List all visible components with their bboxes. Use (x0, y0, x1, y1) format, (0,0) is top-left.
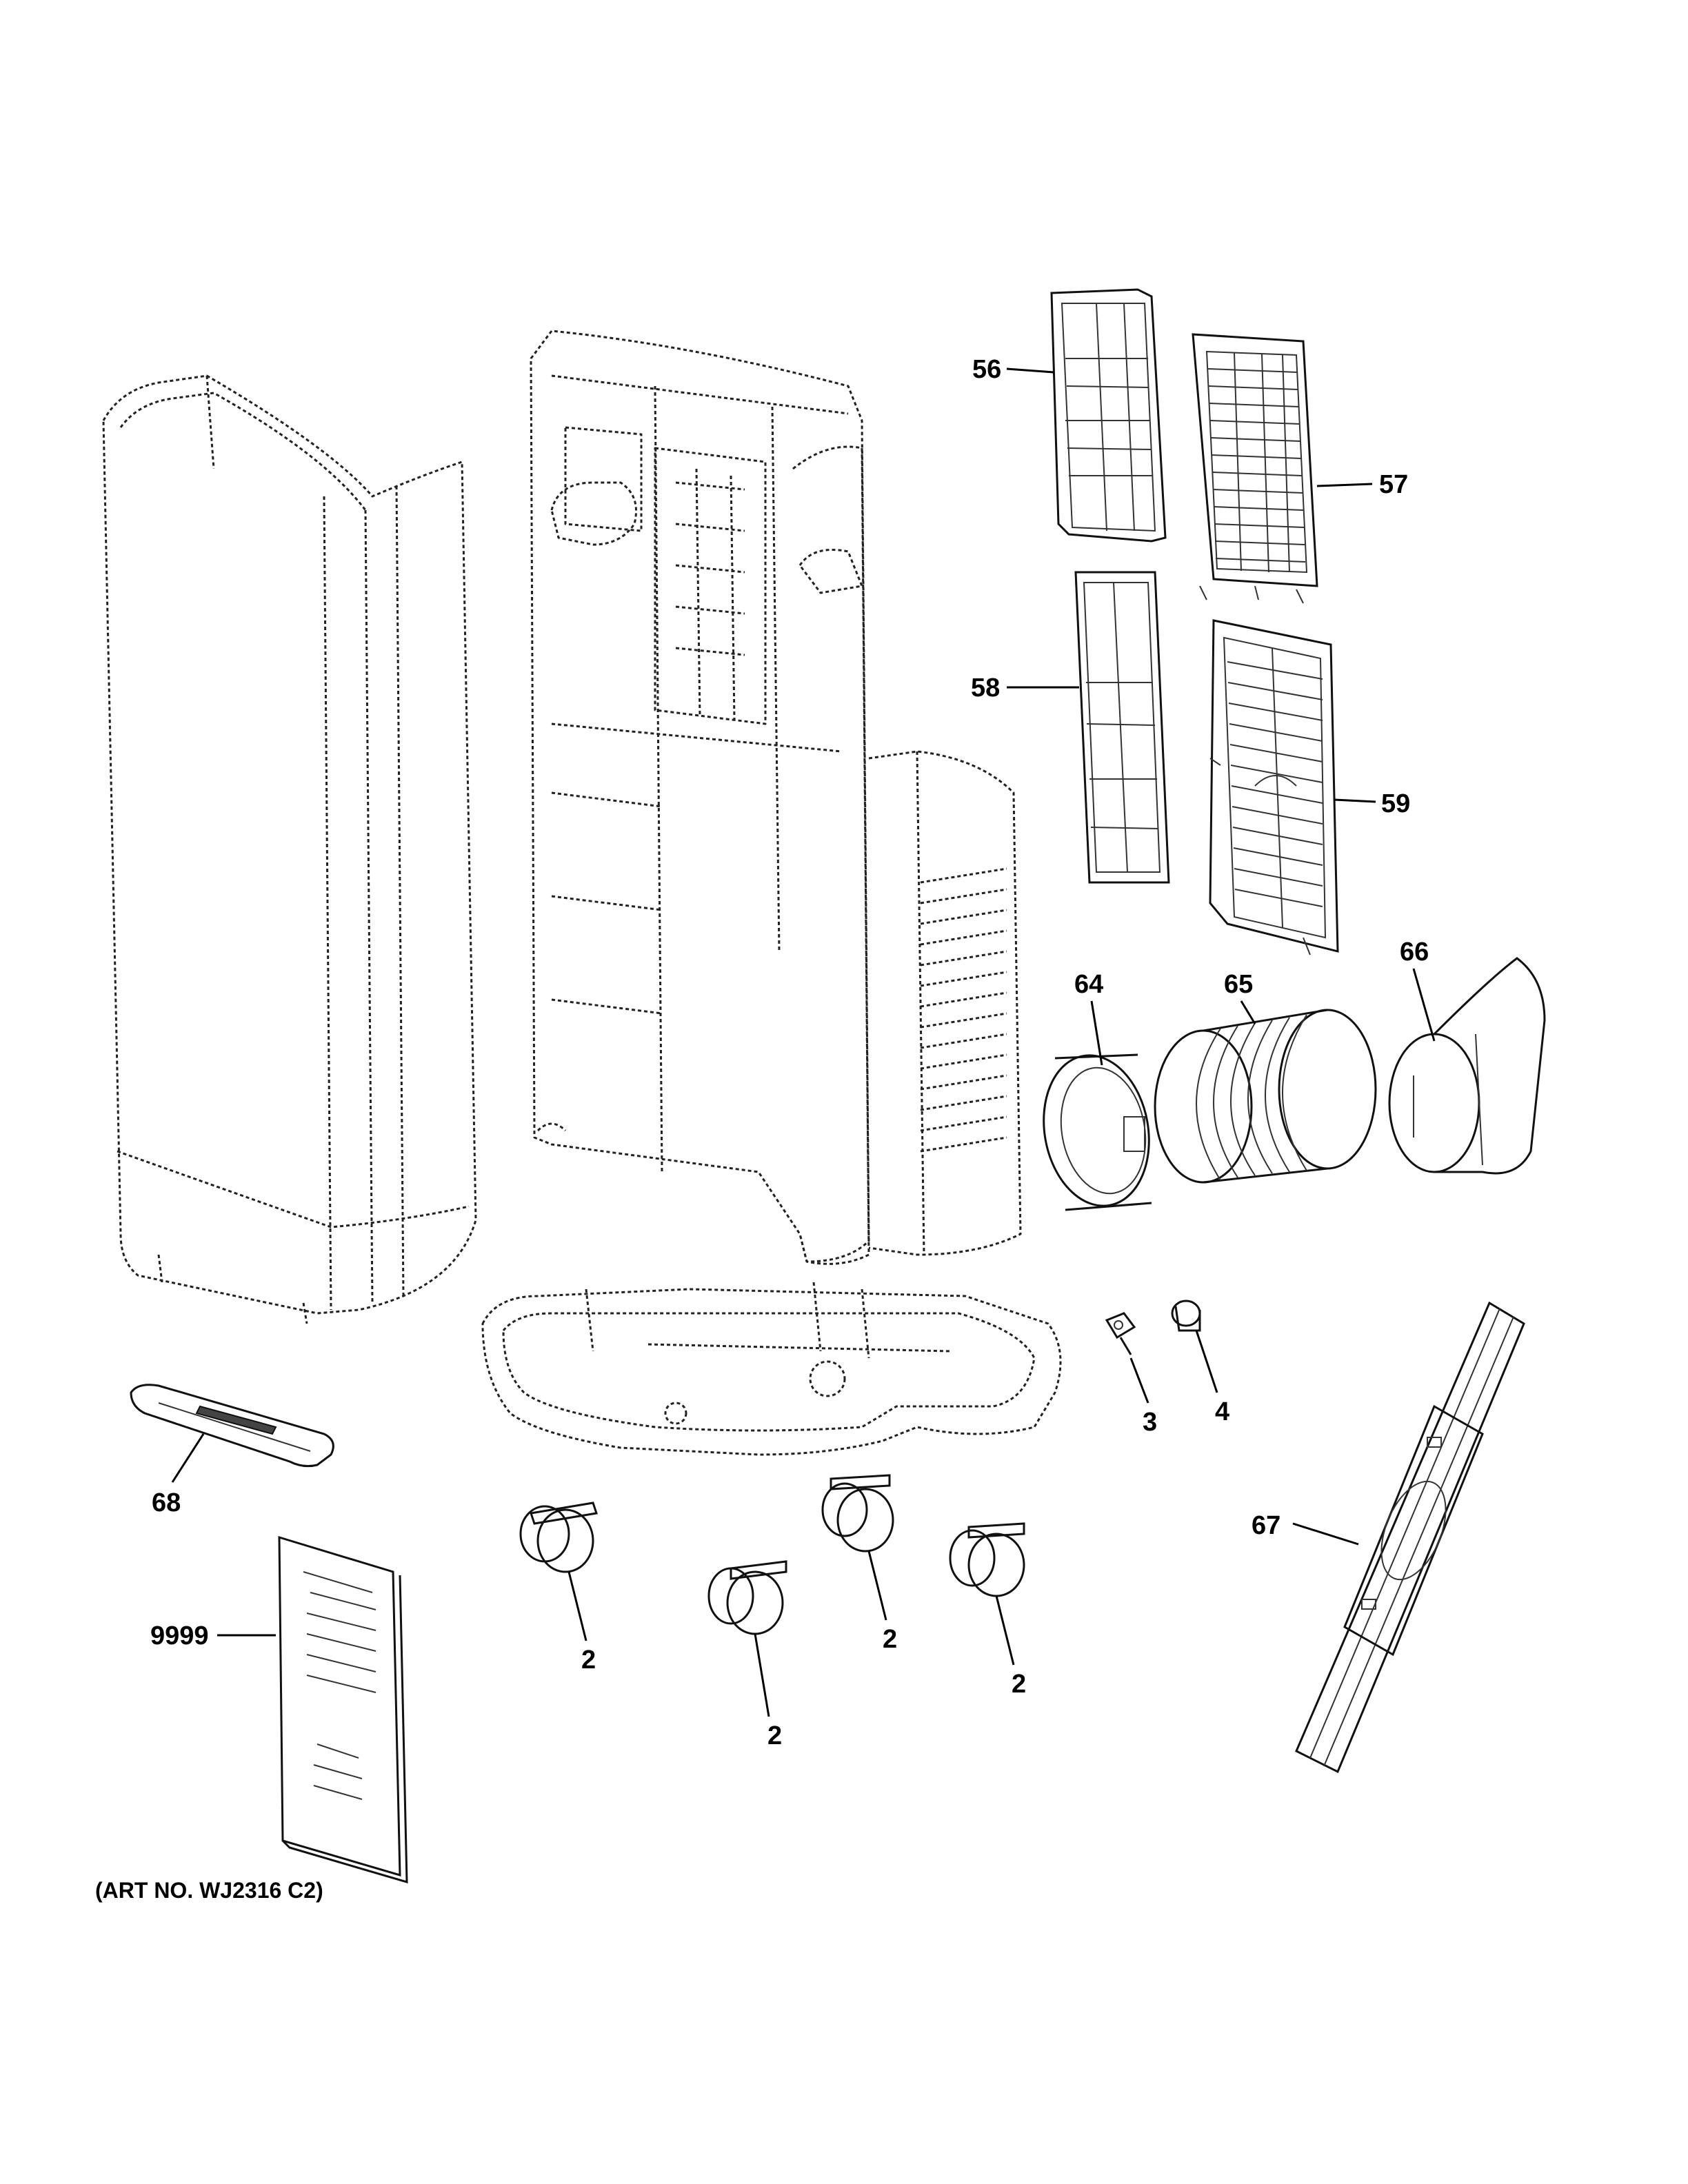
base-pan (481, 1282, 1062, 1456)
callout-65: 65 (1224, 970, 1253, 999)
callout-2-b: 2 (767, 1721, 782, 1750)
screw-3 (1105, 1312, 1136, 1355)
grille-59 (1209, 619, 1339, 956)
art-number: (ART NO. WJ2316 C2) (95, 1878, 323, 1903)
callout-3: 3 (1143, 1408, 1157, 1437)
callout-66: 66 (1400, 938, 1429, 967)
callout-67: 67 (1252, 1511, 1280, 1540)
remote-control-68 (130, 1384, 334, 1468)
hose-adapter-ring-64 (1043, 1053, 1152, 1211)
callout-64: 64 (1074, 970, 1103, 999)
caster-wheel-d (949, 1522, 1025, 1597)
callout-4: 4 (1215, 1397, 1229, 1426)
callout-9999: 9999 (150, 1621, 209, 1650)
callout-68: 68 (152, 1488, 181, 1517)
callout-2-c: 2 (883, 1625, 897, 1654)
caster-wheel-c (821, 1474, 894, 1553)
callout-57: 57 (1379, 470, 1408, 499)
caster-wheel-b (707, 1560, 787, 1635)
filter-56 (1050, 288, 1167, 543)
callout-56: 56 (972, 355, 1001, 384)
callout-59: 59 (1381, 789, 1410, 818)
owners-manual-9999 (278, 1535, 408, 1884)
filter-58 (1074, 571, 1170, 884)
leader-lines (171, 367, 1436, 1717)
window-nozzle-66 (1388, 957, 1546, 1175)
grille-57 (1192, 333, 1318, 604)
main-chassis (530, 330, 1022, 1265)
exhaust-hose-65 (1154, 1009, 1377, 1184)
side-vent-grille (920, 867, 1007, 1153)
outer-cabinet-shell (102, 374, 477, 1324)
caster-wheel-a (519, 1502, 598, 1573)
callout-2-a: 2 (581, 1646, 596, 1675)
callout-2-d: 2 (1012, 1670, 1026, 1699)
window-slider-kit-67 (1295, 1301, 1525, 1774)
drain-cap-4 (1171, 1300, 1201, 1332)
callout-58: 58 (971, 674, 1000, 702)
